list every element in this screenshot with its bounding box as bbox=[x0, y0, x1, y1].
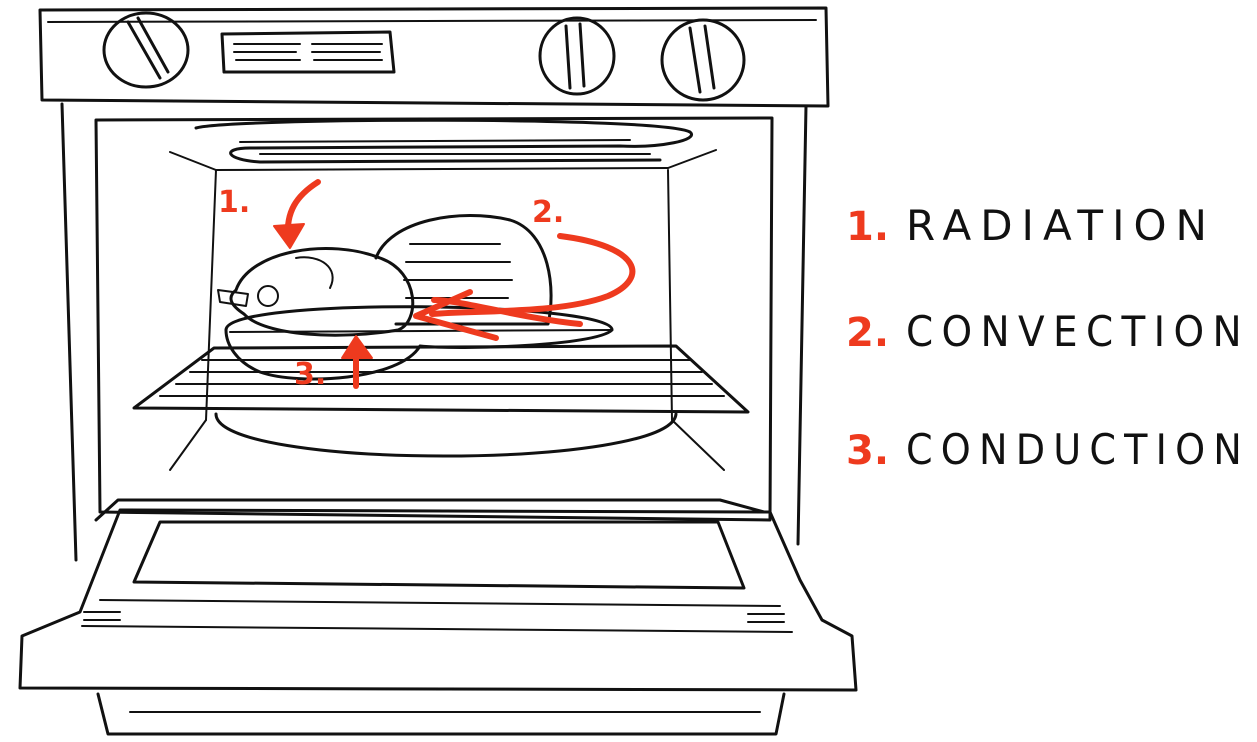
legend-num-1: 1. bbox=[846, 204, 889, 250]
legend-item-radiation: 1. RADIATION bbox=[846, 201, 1216, 250]
legend-item-conduction: 3. CONDUCTION bbox=[846, 425, 1250, 474]
oven-illustration bbox=[20, 8, 856, 734]
legend-label-radiation: RADIATION bbox=[906, 201, 1216, 250]
legend-item-convection: 2. CONVECTION bbox=[846, 307, 1250, 356]
heating-element bbox=[196, 120, 692, 162]
oven-rack bbox=[134, 346, 748, 412]
control-panel bbox=[40, 8, 828, 106]
knob-right bbox=[662, 20, 744, 100]
knob-left bbox=[104, 13, 188, 87]
roast-chicken bbox=[218, 248, 413, 335]
radiation-arrow: 1. bbox=[218, 182, 318, 248]
legend-num-3: 3. bbox=[846, 428, 889, 474]
legend: 1. RADIATION 2. CONVECTION 3. CONDUCTION bbox=[846, 201, 1250, 474]
legend-label-conduction: CONDUCTION bbox=[906, 425, 1250, 474]
oven-door bbox=[20, 500, 856, 734]
marker-3: 3. bbox=[294, 357, 326, 392]
legend-num-2: 2. bbox=[846, 310, 889, 356]
legend-label-convection: CONVECTION bbox=[906, 307, 1250, 356]
marker-2: 2. bbox=[532, 195, 564, 230]
vent-grille bbox=[222, 32, 394, 72]
knob-middle bbox=[540, 18, 614, 94]
marker-1: 1. bbox=[218, 185, 250, 220]
